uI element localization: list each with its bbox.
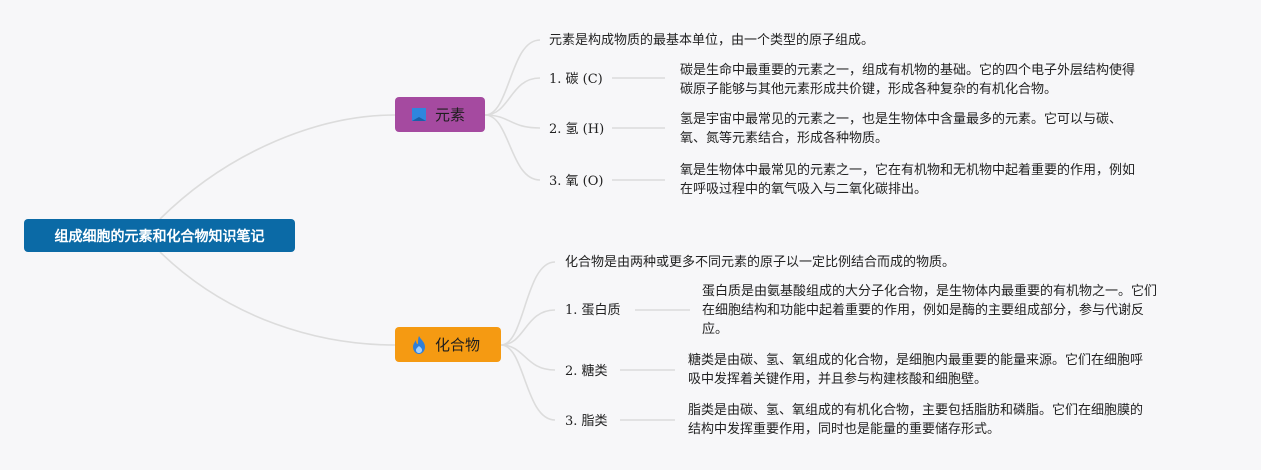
- compound-item-lipid: 3. 脂类: [565, 412, 608, 431]
- element-desc-carbon: 碳是生命中最重要的元素之一，组成有机物的基础。它的四个电子外层结构使得 碳原子能…: [680, 63, 1136, 97]
- branch-elements[interactable]: 元素: [395, 97, 485, 132]
- compounds-summary: 化合物是由两种或更多不同元素的原子以一定比例结合而成的物质。: [565, 255, 956, 270]
- element-desc-hydrogen: 氢是宇宙中最常见的元素之一，也是生物体中含量最多的元素。它可以与碳、 氧、氮等元…: [680, 112, 1123, 146]
- branch-compounds[interactable]: 化合物: [395, 327, 501, 362]
- element-item-oxygen: 3. 氧 (O): [549, 174, 604, 189]
- element-item-hydrogen: 2. 氢 (H): [549, 122, 605, 137]
- compound-item-protein: 1. 蛋白质: [565, 301, 621, 320]
- compound-item-lipid-label: 3. 脂类: [565, 414, 608, 429]
- flag-icon: [409, 105, 429, 125]
- link-elements-item3: [484, 114, 541, 181]
- link-compounds-item3: [500, 344, 556, 421]
- compound-item-sugar-label: 2. 糖类: [565, 364, 608, 379]
- branch-elements-label: 元素: [435, 106, 466, 124]
- link-elements-summary: [484, 39, 541, 116]
- link-root-compounds: [159, 251, 396, 346]
- link-root-elements: [159, 114, 396, 220]
- root-node[interactable]: 组成细胞的元素和化合物知识笔记: [24, 219, 295, 252]
- link-compounds-item1: [500, 309, 556, 346]
- compound-desc-lipid: 脂类是由碳、氢、氧组成的有机化合物，主要包括脂肪和磷脂。它们在细胞膜的 结构中发…: [688, 403, 1144, 437]
- compound-item-protein-label: 1. 蛋白质: [565, 303, 621, 318]
- branch-compounds-label: 化合物: [435, 336, 481, 354]
- link-compounds-summary: [500, 261, 556, 346]
- element-desc-oxygen: 氧是生物体中最常见的元素之一，它在有机物和无机物中起着重要的作用，例如 在呼吸过…: [680, 163, 1136, 197]
- link-elements-item1: [484, 77, 541, 116]
- root-title: 组成细胞的元素和化合物知识笔记: [54, 228, 265, 245]
- compound-desc-protein: 蛋白质是由氨基酸组成的大分子化合物，是生物体内最重要的有机物之一。它们 在细胞结…: [702, 284, 1158, 337]
- link-elements-item2: [484, 114, 541, 129]
- link-compounds-item2: [500, 344, 556, 371]
- fire-icon: [409, 335, 429, 355]
- compound-item-sugar: 2. 糖类: [565, 362, 608, 381]
- element-item-carbon: 1. 碳 (C): [549, 72, 603, 87]
- elements-summary: 元素是构成物质的最基本单位，由一个类型的原子组成。: [549, 33, 875, 48]
- compound-desc-sugar: 糖类是由碳、氢、氧组成的化合物，是细胞内最重要的能量来源。它们在细胞呼 吸中发挥…: [688, 353, 1144, 387]
